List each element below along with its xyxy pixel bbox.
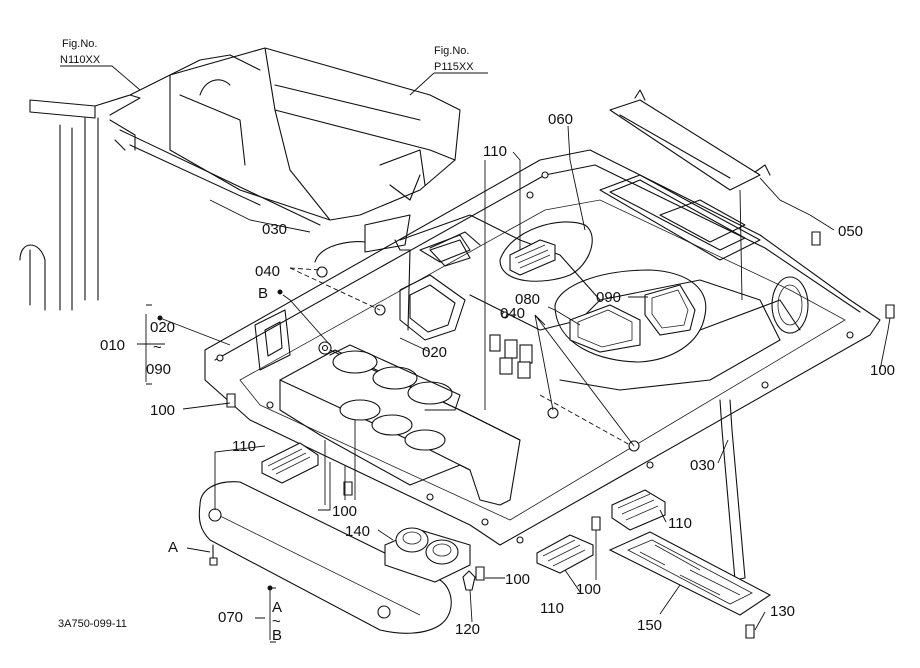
- ac-unit: [169, 47, 461, 253]
- callout-110-left: 110: [232, 438, 256, 455]
- ref-b-upper: B: [258, 285, 268, 302]
- leader-lines: [137, 125, 891, 643]
- callout-090: 090: [596, 289, 621, 306]
- callout-080: 080: [515, 291, 540, 308]
- fig-ref-n110xx-line2: N110XX: [60, 54, 101, 66]
- vent-110-right: [611, 489, 666, 531]
- ref-a-upper: A: [168, 539, 178, 556]
- ref-tilde-lower: ~: [272, 613, 281, 630]
- callout-030-top: 030: [262, 221, 287, 238]
- callout-100-bot2: 100: [576, 581, 601, 598]
- roof-window-frame: [399, 239, 471, 341]
- callout-100-bot1: 100: [505, 571, 530, 588]
- callout-110-bottom: 110: [540, 600, 564, 617]
- cab-frame-outline: [19, 54, 321, 311]
- callout-100-mid: 100: [332, 503, 357, 520]
- fig-ref-p115xx-line1: Fig.No.: [434, 45, 469, 57]
- callout-150: 150: [637, 617, 662, 634]
- sun-visor-070: [198, 481, 452, 634]
- range-090: 090: [146, 361, 171, 378]
- dome-lamp-140: [384, 527, 471, 583]
- callout-130: 130: [770, 603, 795, 620]
- callout-labels: 030 040 B 110 060 080 090 040 050 100 01…: [58, 111, 895, 644]
- callout-040-mid: 040: [500, 305, 525, 322]
- callout-100-right: 100: [870, 362, 895, 379]
- speaker-grille-060: [499, 221, 593, 282]
- callout-050: 050: [838, 223, 863, 240]
- vent-110-left: [261, 442, 319, 484]
- callout-060: 060: [548, 111, 573, 128]
- fig-ref-p115xx: Fig.No. P115XX: [409, 45, 488, 96]
- roof-panel: [204, 89, 881, 546]
- callout-010: 010: [100, 337, 125, 354]
- fig-ref-n110xx: Fig.No. N110XX: [60, 38, 141, 91]
- hose-030-lower: [314, 239, 411, 331]
- range-020: 020: [150, 319, 175, 336]
- callout-110-right: 110: [668, 515, 692, 532]
- drawing-code: 3A750-099-11: [58, 618, 127, 630]
- callout-040-left: 040: [255, 263, 280, 280]
- fig-ref-n110xx-line1: Fig.No.: [62, 38, 97, 50]
- window-frame-080-090: [554, 269, 707, 363]
- callout-100-left: 100: [150, 402, 175, 419]
- callout-120: 120: [455, 621, 480, 638]
- vent-110-bottom: [536, 534, 594, 574]
- hose-030-right: [719, 399, 746, 581]
- ref-a-lower: A: [272, 599, 282, 616]
- callout-110-top: 110: [483, 143, 507, 160]
- fastener-bolts: [226, 231, 895, 639]
- ref-b-lower: B: [272, 627, 282, 644]
- callout-030-right: 030: [690, 457, 715, 474]
- callout-070: 070: [218, 609, 243, 626]
- cover-150: [608, 531, 772, 616]
- callout-140: 140: [345, 523, 370, 540]
- fig-ref-p115xx-line2: P115XX: [434, 61, 474, 73]
- range-tilde: ~: [153, 339, 162, 356]
- callout-020: 020: [422, 344, 447, 361]
